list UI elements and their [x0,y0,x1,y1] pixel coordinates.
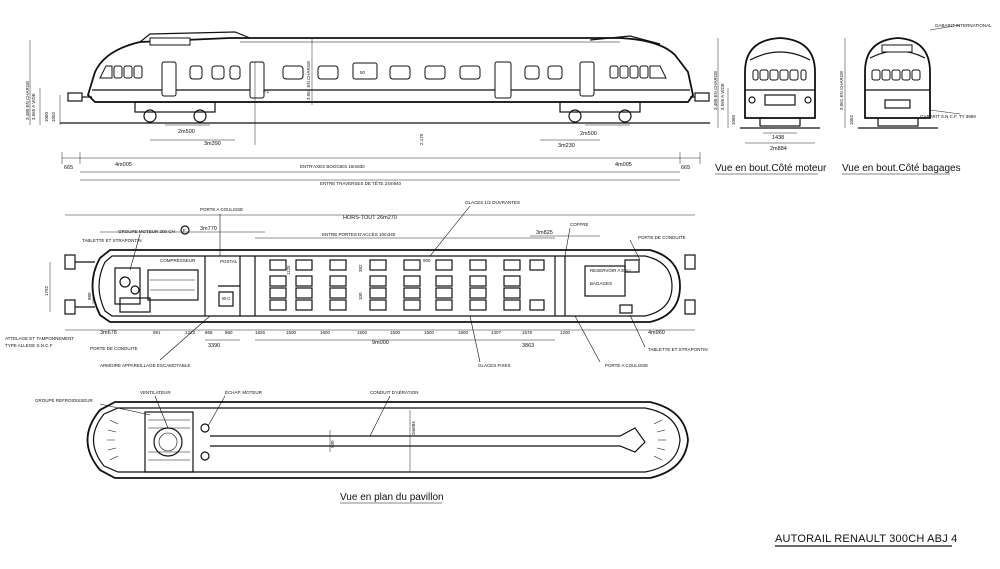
label-wc: W.C [222,296,231,301]
dim-right-end: 665 [681,165,690,171]
seat-dim-9: 1500 [424,330,435,335]
plan-seat-label: 900 [423,258,431,263]
plan-bottom-right-end: 4m960 [648,330,665,336]
motor-end-width: 2m884 [770,146,787,152]
plan-bottom-right: 3863 [522,343,534,349]
side-elevation [29,31,710,181]
motor-end-h2: 3.565 A VIDE [720,83,725,110]
label-driver-door-right: PORTE DE CONDUITE [638,235,686,240]
plan-width-5: 100 [358,292,363,300]
label-cabinet: ARMOIRE APPAREILLAGE ESCAMOTABLE [100,363,190,368]
motor-end-inner: 1438 [772,135,784,141]
plan-view [49,205,696,363]
plan-between-doors: ENTRE PORTES D'ACCÈS 10m340 [322,231,396,237]
plan-width-2: 880 [87,292,92,300]
label-tank: RESERVOIR A EAU [590,268,631,273]
cab-windows-left [99,65,143,79]
roof-plan [86,395,689,479]
label-sliding-door-right: PORTE A COULISSE [605,363,648,368]
label-compressor: COMPRESSEUR [160,258,196,263]
plan-left-section: 3m770 [200,226,217,232]
seat-dim-4: 1826 [255,330,266,335]
label-coupler-type: TYPE ALLEGE S.N.C.F [5,343,53,348]
label-folding-table-right: TABLETTE ET STRAPONTIN [648,347,708,352]
radiator-hatch [148,419,190,461]
plan-width-1: 1792 [44,285,49,296]
dim-right-bogie: 3m230 [558,143,575,149]
seat-dim-6: 1600 [320,330,331,335]
label-engine-group: GROUPE MOTEUR 300 CH [118,229,175,234]
seating [269,259,545,311]
dim-height-3: 3.061 EN CHARGE [306,61,311,100]
seat-dim-3: 860 [225,330,233,335]
seat-dim-13: 1200 [560,330,571,335]
roof-mid: 930 [330,440,335,448]
label-exhaust: ÉCHAP. MOTEUR [225,389,263,395]
seat-dim-8: 1500 [390,330,401,335]
seat-dim-12: 1578 [522,330,533,335]
dim-left-overhang: 4m005 [115,162,132,168]
seat-dim-1: 1223 [185,330,196,335]
side-windows [189,65,563,80]
dim-over-headstocks: ENTRE TRAVERSES DE TÊTE 24m940 [320,179,402,186]
label-postal: POSTAL [220,259,238,264]
dim-left-wheelbase: 2m500 [178,129,195,135]
dim-bogie-centres: ENTR'AXES BOGGIES 16m830 [300,164,365,169]
plan-overall: HORS-TOUT 26m270 [343,215,397,221]
seat-dim-7: 1500 [357,330,368,335]
seat-dim-10: 1500 [458,330,469,335]
label-duct: CONDUIT D'AÉRATION [370,389,418,395]
label-driver-door: PORTE DE CONDUITE [90,346,138,351]
window-label: 50 [360,70,366,75]
dim-left-bogie: 3m390 [204,141,221,147]
door-label: P.1 [263,89,270,94]
drawing-title: AUTORAIL RENAULT 300CH ABJ 4 [775,533,957,545]
bogie-left [134,101,216,123]
label-baggage: BAGAGES [590,281,612,286]
cab-windows-right [609,65,667,79]
label-coffer: COFFRE [570,222,589,227]
label-fixed-glass: GLACES FIXES [478,363,511,368]
end-view-baggage [844,24,961,129]
f-marker: F [183,228,186,233]
label-fan: VENTILATEUR [140,390,171,395]
dim-buffer-2: 1052 [51,111,56,122]
dim-height-1: 3.480 EN CHARGE [25,81,30,120]
plan-bottom-cab: 3390 [208,343,220,349]
seat-dim-2: 866 [205,330,213,335]
motor-end-h1: 3.480 EN CHARGE [713,71,718,110]
roof-width: 2m884 [411,421,416,435]
dim-right-wheelbase: 2m500 [580,131,597,137]
bogie-right [559,101,641,123]
dim-left-end: 665 [64,165,73,171]
dim-height-2: 3.565 A VIDE [31,93,36,120]
motor-end-h3: 1060 [731,114,736,125]
label-roof-plan: Vue en plan du pavillon [340,492,444,503]
label-end-motor: Vue en bout.Côté moteur [715,163,827,174]
label-radiator: GROUPE REFROIDISSEUR [35,398,94,403]
baggage-end-h2: 1052 [849,114,854,125]
gauge-international: GABARIT INTERNATIONAL [935,23,992,28]
label-coupler: ATTELAGE ET TAMPONNEMENT [5,336,74,341]
plan-width-4: 382 [358,264,363,272]
plan-bottom-mid: 9m000 [372,340,389,346]
seat-dim-5: 1500 [286,330,297,335]
end-view-motor [717,37,820,144]
label-folding-table: TABLETTE ET STRAPONTIN [82,238,142,243]
plan-width-3: 1125 [286,265,291,275]
label-sliding-glass: GLACES 1/2 OUVRANTES [465,200,520,205]
plan-bottom-left: 3m678 [100,330,117,336]
gauge-sncf: GABARIT S.N.C.F. TY 3969 [920,114,976,119]
label-end-baggage: Vue en bout.Côté bagages [842,163,961,174]
baggage-end-h1: 3.061 EN CHARGE [839,71,844,110]
dim-headroom: 2.170 [419,133,424,145]
plan-right-section: 3m825 [536,230,553,236]
label-door-sliding: PORTE A COULISSE [200,207,243,212]
seat-dim-0: 991 [153,330,161,335]
seat-dim-11: 1307 [491,330,502,335]
dim-right-overhang: 4m005 [615,162,632,168]
dim-buffer-1: 1060 [44,111,49,122]
